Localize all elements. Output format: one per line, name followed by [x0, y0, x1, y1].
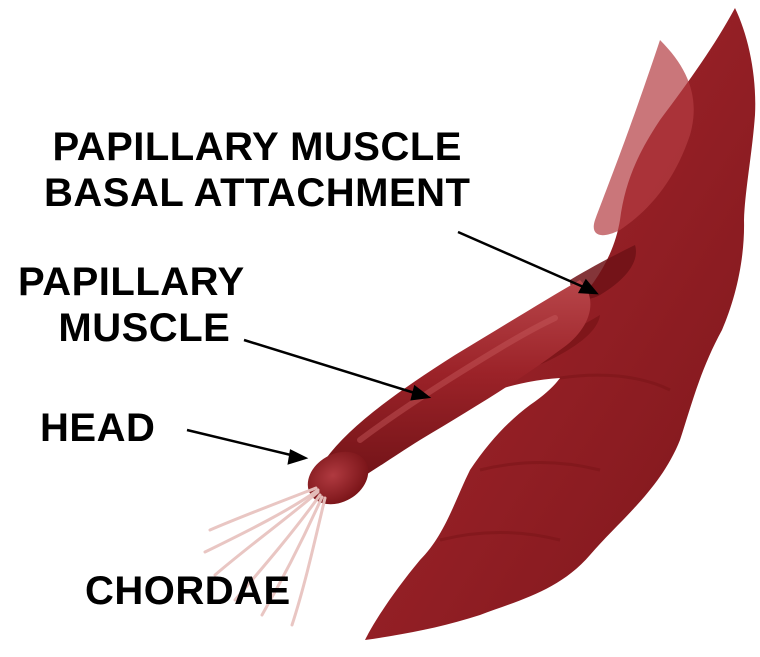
papillary-muscle-label-line1: PAPILLARY [18, 259, 245, 305]
head-arrow-line [187, 430, 295, 456]
chordae-label: CHORDAE [85, 568, 291, 614]
basal-attachment-label-line1: PAPILLARY MUSCLE [44, 124, 470, 170]
basal-attachment-label-line2: BASAL ATTACHMENT [44, 170, 470, 216]
muscle-arrow-line [244, 340, 418, 394]
head-arrowhead [289, 451, 305, 463]
papillary-muscle-label: PAPILLARY MUSCLE [18, 259, 245, 351]
basal-attachment-label: PAPILLARY MUSCLE BASAL ATTACHMENT [44, 124, 470, 216]
basal-arrow-line [458, 232, 588, 289]
papillary-muscle-label-line2: MUSCLE [18, 305, 245, 351]
head-label: HEAD [40, 405, 155, 451]
